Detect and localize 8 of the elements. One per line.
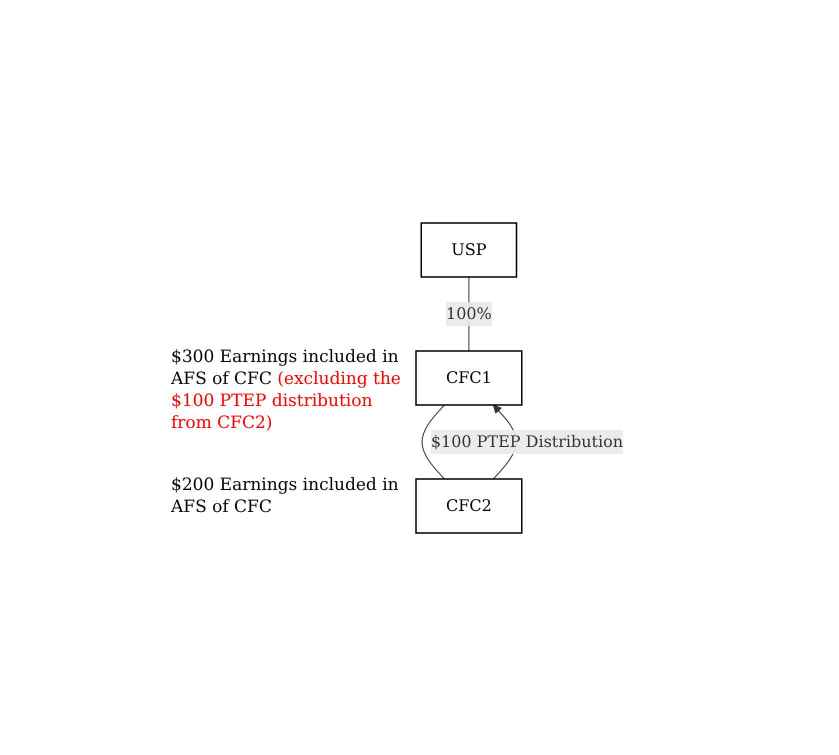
node-note: $300 Earnings included in AFS of CFC (excluding the $100 PTEP distribution from CFC2)	[171, 346, 401, 434]
node-box: USP	[420, 222, 518, 278]
node-box: CFC2	[415, 478, 523, 534]
edge-label: 100%	[446, 304, 492, 322]
node-box: CFC1	[415, 350, 523, 406]
connector	[422, 404, 445, 479]
node-note: $200 Earnings included in AFS of CFC	[171, 474, 400, 518]
edge-label: $100 PTEP Distribution	[430, 432, 623, 450]
